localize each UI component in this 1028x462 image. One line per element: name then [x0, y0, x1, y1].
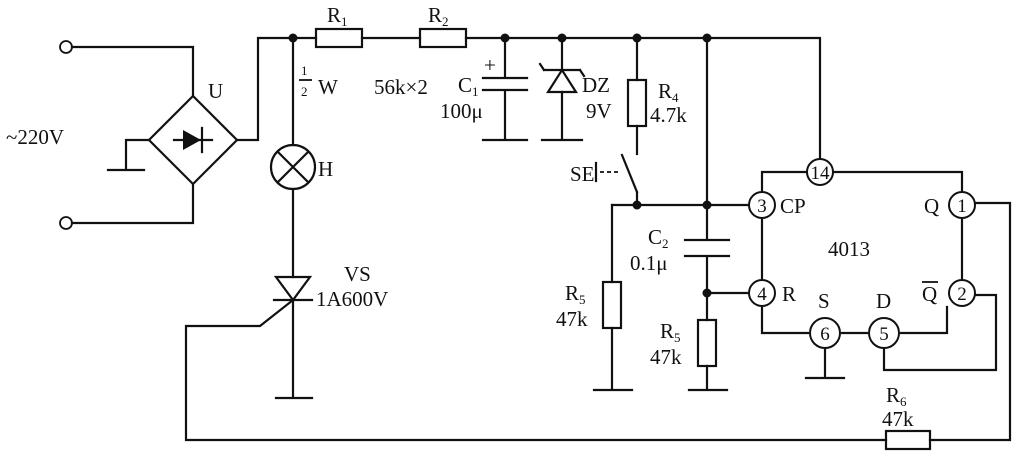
vs-label: VS: [344, 262, 371, 286]
bridge-label: U: [208, 79, 223, 103]
ic-name: 4013: [828, 237, 870, 261]
ic-4013: 14 3 4 6 5 1 2 CP R S D Q Q 4013: [748, 158, 998, 380]
r5-left-label: R5: [565, 281, 586, 307]
r4-switch-branch: [594, 36, 648, 210]
labels: ~220V U R1 R2 1 2 W 56k×2 + C1 100μ DZ 9…: [6, 3, 914, 431]
ic-pin-6: [809, 317, 841, 349]
ic-pin-5: [868, 317, 900, 349]
ac-terminal-bottom: [59, 216, 73, 230]
pin-label-q: Q: [924, 194, 939, 218]
resistor-r1: [314, 27, 364, 49]
dz-label: DZ: [582, 73, 610, 97]
ic-pin-2: [948, 279, 976, 307]
resistor-r2: [418, 27, 468, 49]
ic-pin-14: [806, 158, 834, 186]
pin-2-number: 2: [957, 284, 967, 305]
r5-left-value: 47k: [556, 307, 588, 331]
pin-4-number: 4: [757, 284, 767, 305]
lamp-branch: [184, 36, 1012, 451]
c1-label: C1: [458, 73, 479, 99]
r4-label: R4: [658, 79, 679, 105]
capacitor-c1: [481, 36, 529, 142]
r1-r2-value: 56k×2: [374, 75, 428, 99]
r5-right-label: R5: [660, 319, 681, 345]
vs-value: 1A600V: [316, 287, 388, 311]
pin-14-number: 14: [811, 163, 831, 184]
lamp-label: H: [318, 157, 333, 181]
ic-pin-4: [748, 279, 776, 307]
pin-3-number: 3: [757, 196, 767, 217]
pin-1-number: 1: [957, 196, 967, 217]
ac-input: [59, 40, 195, 230]
zener-dz: [538, 36, 586, 142]
c2-value: 0.1μ: [630, 251, 668, 275]
c2-r5-branch: [683, 36, 750, 392]
resistor-r6: [884, 429, 932, 451]
half-watt-num: 1: [301, 63, 308, 78]
c1-polarity: +: [484, 53, 496, 77]
ic-pin-3: [748, 191, 776, 219]
dz-value: 9V: [586, 99, 612, 123]
pin-5-number: 5: [879, 324, 889, 345]
r6-value: 47k: [882, 407, 914, 431]
pin-6-number: 6: [820, 324, 830, 345]
r6-label: R6: [886, 383, 907, 409]
pin-label-cp: CP: [780, 194, 806, 218]
half-watt-den: 2: [301, 84, 308, 99]
r5-right-value: 47k: [650, 345, 682, 369]
r4-value: 4.7k: [650, 103, 687, 127]
c1-value: 100μ: [440, 99, 483, 123]
r1-label: R1: [327, 3, 348, 29]
pin-label-r: R: [782, 282, 796, 306]
resistor-r5-left: [601, 280, 623, 330]
bridge-rectifier: [106, 36, 295, 186]
resistor-r4: [626, 78, 648, 128]
ic-pin-1: [948, 191, 976, 219]
cp-node: [592, 200, 750, 392]
switch-blade[interactable]: [620, 153, 639, 194]
switch-label: SE: [570, 162, 595, 186]
half-watt-unit: W: [318, 75, 338, 99]
scr-icon: [273, 275, 313, 302]
c2-label: C2: [648, 225, 669, 251]
pin-label-qbar: Q: [922, 282, 937, 306]
r2-label: R2: [428, 3, 449, 29]
ac-source-label: ~220V: [6, 125, 64, 149]
resistor-r5-right: [696, 318, 718, 368]
pin-label-d: D: [876, 289, 891, 313]
pin-label-s: S: [818, 289, 830, 313]
zener-icon: [545, 67, 579, 94]
ac-terminal-top: [59, 40, 73, 54]
